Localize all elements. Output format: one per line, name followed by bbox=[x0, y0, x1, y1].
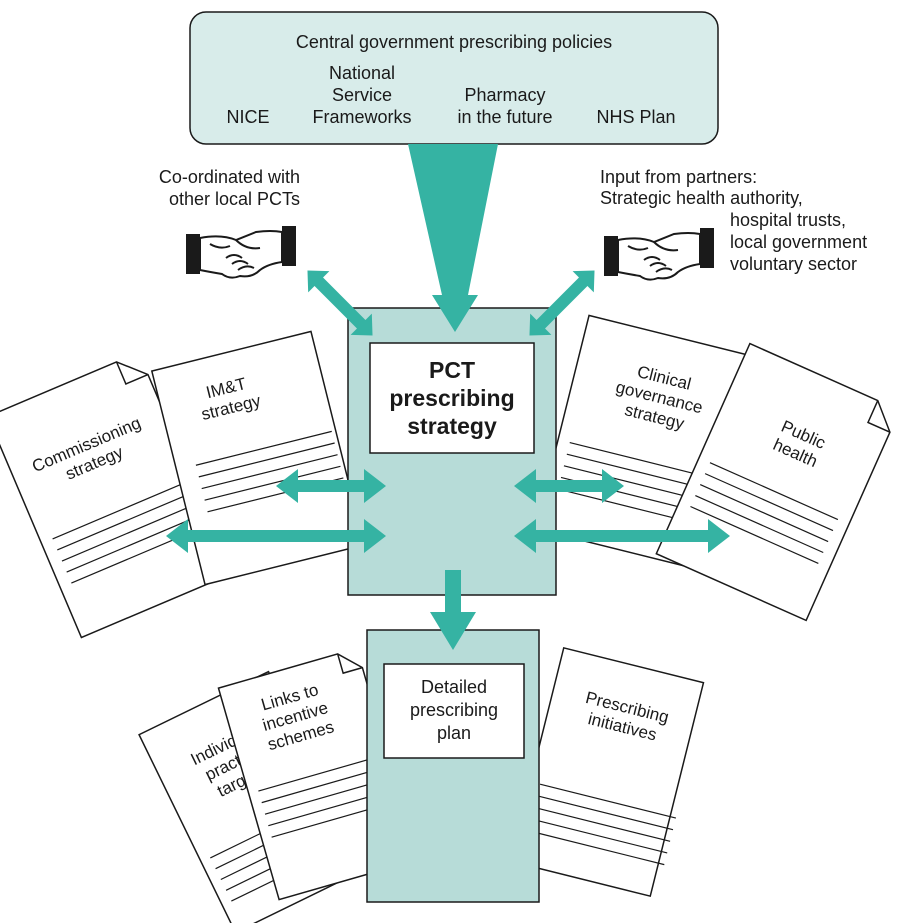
strategy-title: strategy bbox=[407, 413, 497, 439]
policy-item-nsf: Frameworks bbox=[312, 107, 411, 127]
double-arrow-clinical bbox=[514, 469, 624, 503]
policy-item-pharmacy: Pharmacy bbox=[464, 85, 545, 105]
plan-title: prescribing bbox=[410, 700, 498, 720]
double-arrow-commissioning bbox=[166, 519, 386, 553]
double-arrow-left-partner bbox=[307, 270, 373, 336]
plan-label-box bbox=[383, 663, 525, 759]
handshake-icon bbox=[603, 227, 715, 281]
right-partner-text: voluntary sector bbox=[730, 254, 857, 274]
plan-title: plan bbox=[437, 723, 471, 743]
right-partner-text: Input from partners: bbox=[600, 167, 757, 187]
handshake-icon bbox=[185, 225, 297, 279]
left-partner-text: other local PCTs bbox=[169, 189, 300, 209]
down-arrow-to-plan bbox=[430, 570, 476, 650]
right-partner-text: hospital trusts, bbox=[730, 210, 846, 230]
double-arrow-imt bbox=[276, 469, 386, 503]
doc-public-health: Public health bbox=[655, 342, 891, 622]
policy-item-nsf: National bbox=[329, 63, 395, 83]
policy-item-nsf: Service bbox=[332, 85, 392, 105]
strategy-title: prescribing bbox=[389, 385, 514, 411]
policy-item-nice: NICE bbox=[226, 107, 269, 127]
doc-prescribing-initiatives: Prescribing initiatives bbox=[509, 646, 705, 898]
policy-title: Central government prescribing policies bbox=[296, 32, 612, 52]
plan-title: Detailed bbox=[421, 677, 487, 697]
right-partner-text: Strategic health authority, bbox=[600, 188, 803, 208]
double-arrow-public-health bbox=[514, 519, 730, 553]
double-arrow-right-partner bbox=[529, 270, 595, 336]
policy-item-pharmacy: in the future bbox=[457, 107, 552, 127]
policy-item-nhs-plan: NHS Plan bbox=[596, 107, 675, 127]
right-partner-text: local government bbox=[730, 232, 867, 252]
doc-imt-strategy: IM&T strategy bbox=[150, 330, 366, 586]
strategy-label-box bbox=[369, 342, 535, 454]
left-partner-text: Co-ordinated with bbox=[159, 167, 300, 187]
policy-funnel-arrow bbox=[408, 144, 498, 332]
strategy-title: PCT bbox=[429, 357, 475, 383]
